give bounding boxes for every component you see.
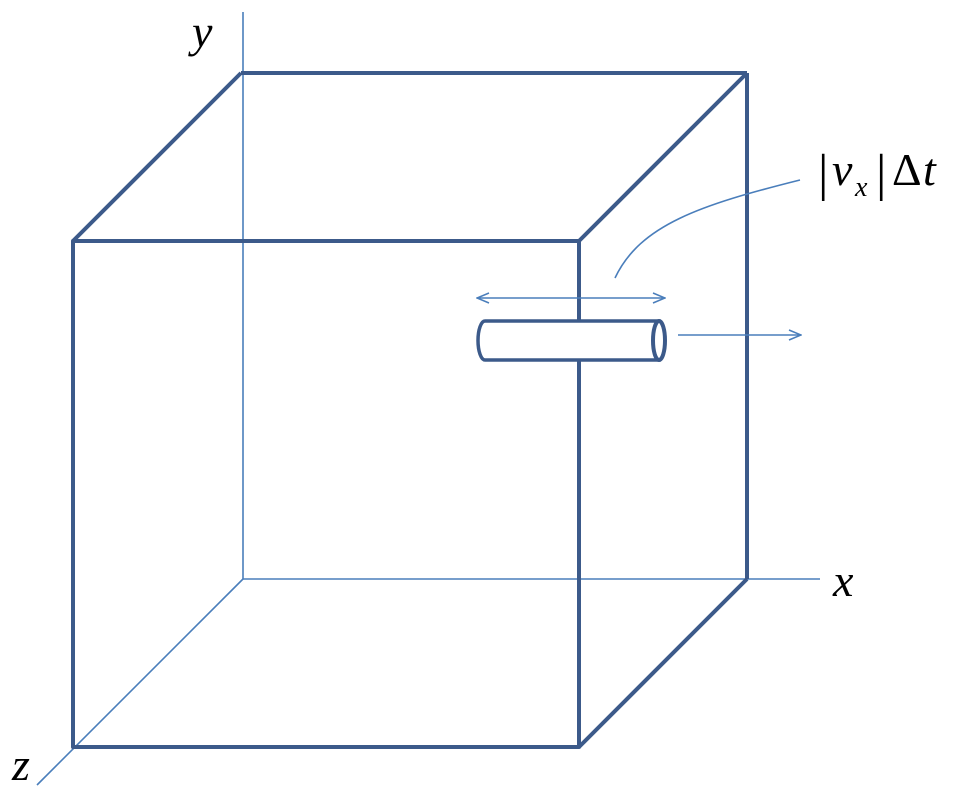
cube xyxy=(71,71,749,749)
time-symbol: t xyxy=(923,144,937,195)
abs-bar-open: | xyxy=(818,145,828,202)
cube-top-left-edge xyxy=(71,71,243,243)
delta-symbol: Δ xyxy=(892,144,922,195)
cylinder-end-cap xyxy=(651,319,667,362)
z-axis xyxy=(36,578,244,786)
annotation-label: | v x | Δ t xyxy=(818,144,937,203)
cube-front-face xyxy=(71,239,581,749)
y-axis-label: y xyxy=(188,6,213,57)
cube-bottom-right-edge xyxy=(577,577,749,749)
annotation-leader-curve xyxy=(614,179,801,279)
cube-top-right-edge xyxy=(577,71,749,243)
abs-bar-close: | xyxy=(876,145,886,202)
velocity-symbol: v xyxy=(832,144,853,195)
x-axis-label: x xyxy=(832,555,854,606)
velocity-subscript: x xyxy=(854,172,868,203)
z-axis-label: z xyxy=(11,739,30,790)
cylinder xyxy=(476,319,667,362)
cylinder-body xyxy=(476,319,661,362)
